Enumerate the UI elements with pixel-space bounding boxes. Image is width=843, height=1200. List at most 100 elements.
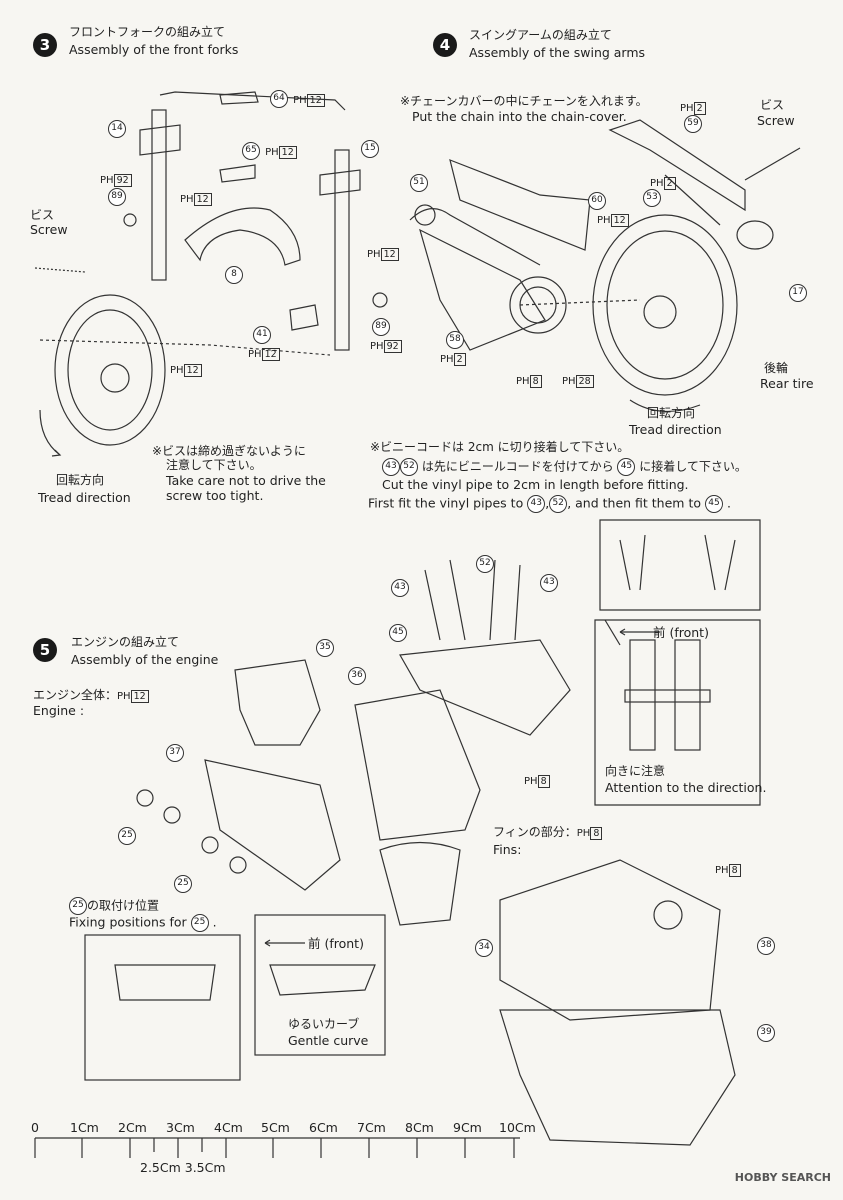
part-25-label: 25	[118, 825, 136, 845]
watermark: HOBBY SEARCH	[734, 1171, 831, 1184]
step-3-title-jp: フロントフォークの組み立て	[69, 25, 226, 39]
part-39-label: 39	[757, 1022, 775, 1042]
fixing-positions-en: Fixing positions for 25 .	[69, 914, 217, 932]
step-4-direction-jp: 回転方向	[647, 406, 696, 420]
step-4-screw-jp: ビス	[760, 98, 785, 112]
attention-jp: 向きに注意	[605, 764, 666, 778]
part-59-label: 59	[684, 113, 702, 133]
part-43b-label: 43	[540, 572, 558, 592]
ruler-tick-label: 3Cm	[166, 1120, 195, 1135]
part-45-label: 45	[389, 622, 407, 642]
part-89b-label: 89	[372, 316, 390, 336]
part-35-label: 35	[316, 637, 334, 657]
part-51-label: 51	[410, 172, 428, 192]
front-fork-drawing	[34, 91, 388, 446]
screw-label-en: Screw	[30, 222, 68, 237]
part-17-label: 17	[789, 282, 807, 302]
step-4-screw-en: Screw	[757, 113, 795, 128]
step-3-direction-en: Tread direction	[38, 490, 131, 505]
screw-label-jp: ビス	[30, 208, 55, 222]
part-41-label: 41	[253, 324, 271, 344]
part-38-label: 38	[757, 935, 775, 955]
ruler-tick-label: 10Cm	[499, 1120, 536, 1135]
step-3-title-en: Assembly of the front forks	[69, 42, 239, 57]
part-36-label: 36	[348, 665, 366, 685]
step-3-note-en2: screw too tight.	[166, 488, 264, 503]
step-5-badge: 5	[33, 638, 57, 662]
ruler-tick-label: 8Cm	[405, 1120, 434, 1135]
step-4-title-en: Assembly of the swing arms	[469, 45, 646, 60]
ruler-tick-label: 9Cm	[453, 1120, 482, 1135]
gentle-curve-en: Gentle curve	[288, 1033, 369, 1048]
rear-tire-en: Rear tire	[760, 376, 814, 391]
ruler-tick-label: 4Cm	[214, 1120, 243, 1135]
step-3-direction-jp: 回転方向	[56, 473, 105, 487]
rear-tire-jp: 後輪	[764, 361, 789, 375]
attention-en: Attention to the direction.	[605, 780, 767, 795]
ruler-tick-label: 5Cm	[261, 1120, 290, 1135]
part-8-label: 8	[225, 264, 243, 284]
ruler-drawing	[34, 1137, 520, 1158]
vinyl-note-en1: Cut the vinyl pipe to 2cm in length befo…	[382, 477, 689, 492]
chain-note-en: Put the chain into the chain-cover.	[412, 109, 627, 124]
part-52-label: 52	[476, 553, 494, 573]
part-53-label: 53	[643, 187, 661, 207]
direction-arrows	[39, 399, 701, 947]
step-3-note-en1: Take care not to drive the	[166, 473, 326, 488]
cylinder-head-drawing	[399, 519, 761, 806]
part-43-label: 43	[391, 577, 409, 597]
step-4-badge: 4	[433, 33, 457, 57]
engine-drawing	[84, 619, 736, 1146]
ruler-tick-label: 2Cm	[118, 1120, 147, 1135]
ruler-tick-label: 6Cm	[309, 1120, 338, 1135]
step-4-direction-en: Tread direction	[629, 422, 722, 437]
part-89-label: 89	[108, 186, 126, 206]
fins-paint-en: Fins:	[493, 842, 522, 857]
step-5-title-en: Assembly of the engine	[71, 652, 219, 667]
part-15-label: 15	[361, 138, 379, 158]
step-3-note-jp2: 注意して下さい。	[166, 458, 262, 472]
step-3-note-jp1: ※ビスは締め過ぎないように	[152, 444, 306, 458]
vinyl-note-jp1: ※ビニーコードは 2cm に切り接着して下さい。	[370, 440, 630, 454]
ruler-tick-label: 1Cm	[70, 1120, 99, 1135]
step-4-title-jp: スイングアームの組み立て	[469, 28, 612, 42]
ruler-tick-label: 0	[31, 1120, 39, 1135]
part-58-label: 58	[446, 329, 464, 349]
step-5-title-jp: エンジンの組み立て	[71, 635, 180, 649]
ruler-tick-label: 7Cm	[357, 1120, 386, 1135]
front-label-2: 前 (front)	[308, 936, 364, 951]
front-label-1: 前 (front)	[653, 625, 709, 640]
part-25b-label: 25	[174, 873, 192, 893]
part-34-label: 34	[475, 937, 493, 957]
swing-arm-drawing	[409, 119, 801, 396]
step-3-badge: 3	[33, 33, 57, 57]
gentle-curve-jp: ゆるいカーブ	[288, 1017, 360, 1031]
ruler-sub-label: 2.5Cm 3.5Cm	[140, 1160, 226, 1175]
chain-note-jp: ※チェーンカバーの中にチェーンを入れます。	[400, 94, 648, 108]
vinyl-note-en2: First fit the vinyl pipes to 43,52, and …	[368, 495, 731, 513]
engine-paint-en: Engine :	[33, 703, 85, 718]
part-60-label: 60	[588, 190, 606, 210]
part-37-label: 37	[166, 742, 184, 762]
part-14-label: 14	[108, 118, 126, 138]
